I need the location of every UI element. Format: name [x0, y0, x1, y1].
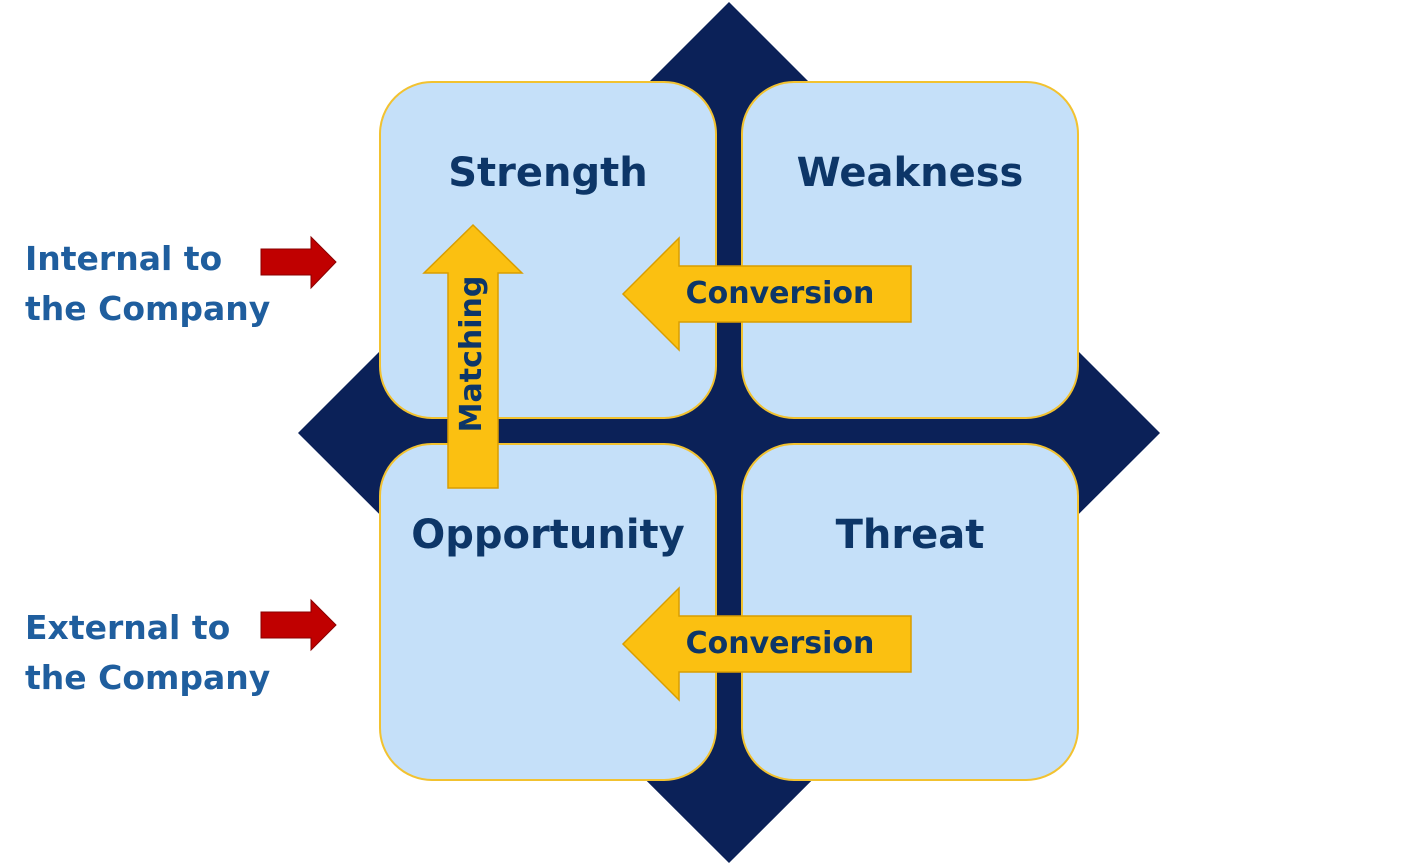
internal-arrow-icon — [260, 235, 337, 290]
matching-arrow-icon — [422, 223, 524, 489]
external-label-line-1: External to — [25, 608, 231, 647]
threat-box — [741, 443, 1079, 781]
matching-label: Matching — [454, 275, 489, 433]
strength-title: Strength — [448, 150, 648, 196]
internal-label: Internal to the Company — [25, 234, 270, 334]
conversion-bottom-arrow-icon — [621, 586, 912, 702]
external-arrow-icon — [260, 598, 337, 652]
conversion-top-label: Conversion — [685, 276, 875, 311]
conversion-top-arrow-icon — [621, 236, 912, 352]
strength-box — [379, 81, 717, 419]
external-label: External to the Company — [25, 603, 270, 703]
conversion-bottom-label: Conversion — [685, 626, 875, 661]
weakness-box — [741, 81, 1079, 419]
internal-label-line-2: the Company — [25, 289, 271, 328]
opportunity-title: Opportunity — [411, 512, 685, 558]
opportunity-box — [379, 443, 717, 781]
internal-label-line-1: Internal to — [25, 239, 223, 278]
threat-title: Threat — [835, 512, 985, 558]
weakness-title: Weakness — [796, 150, 1024, 196]
external-label-line-2: the Company — [25, 658, 271, 697]
